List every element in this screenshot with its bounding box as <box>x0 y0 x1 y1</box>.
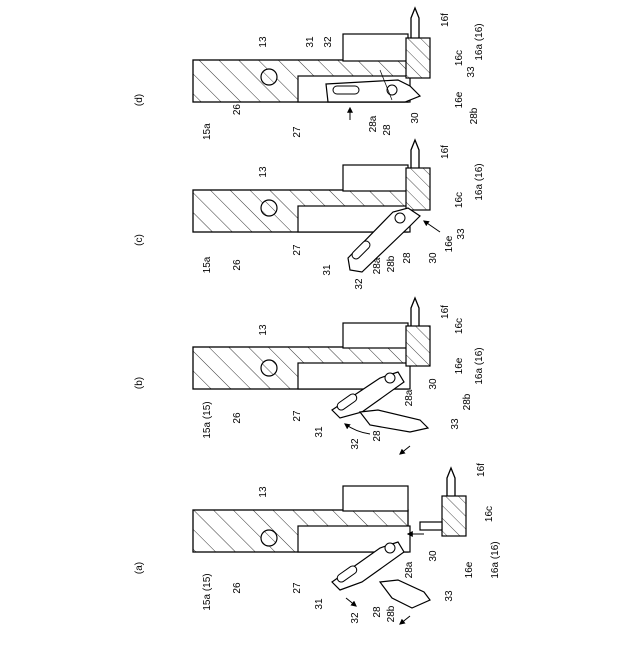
label-16f: 16f <box>476 463 487 477</box>
label-32: 32 <box>350 438 361 450</box>
label-13: 13 <box>258 36 269 48</box>
label-31: 31 <box>314 426 325 438</box>
label-13: 13 <box>258 486 269 498</box>
pivot-30 <box>385 373 395 383</box>
label-16f: 16f <box>440 145 451 159</box>
label-15a: 15a <box>202 256 213 273</box>
arrow-rotate-2 <box>400 616 410 624</box>
label-33: 33 <box>450 418 461 430</box>
label-28a: 28a <box>404 561 415 578</box>
hole-13 <box>261 200 277 216</box>
label-27: 27 <box>292 410 303 422</box>
connector-16c <box>406 38 430 78</box>
latch-arm-33 <box>360 410 428 432</box>
label-28b: 28b <box>469 107 480 124</box>
label-16f: 16f <box>440 13 451 27</box>
connector-16c <box>442 496 466 536</box>
label-30: 30 <box>428 378 439 390</box>
label-16a: 16a (16) <box>474 163 485 200</box>
panel-caption: (c) <box>134 234 145 246</box>
label-28b: 28b <box>386 255 397 272</box>
pin-16f <box>411 298 419 326</box>
label-27: 27 <box>292 582 303 594</box>
upper-block <box>343 165 408 191</box>
hole-13 <box>261 360 277 376</box>
pin-16f <box>447 468 455 496</box>
label-31: 31 <box>322 264 333 276</box>
panel-a: (a) 15a (15) 26 27 13 31 32 28 28b 28a 3… <box>134 463 501 624</box>
label-26: 26 <box>232 259 243 271</box>
label-16e: 16e <box>454 91 465 108</box>
label-26: 26 <box>232 412 243 424</box>
panel-caption: (a) <box>134 562 145 574</box>
arrow-rotate-2 <box>400 446 410 454</box>
label-28a: 28a <box>368 115 379 132</box>
label-28: 28 <box>372 606 383 618</box>
label-16e: 16e <box>464 561 475 578</box>
panel-caption: (b) <box>134 377 145 389</box>
label-28: 28 <box>372 430 383 442</box>
label-28b: 28b <box>386 605 397 622</box>
pivot-30 <box>387 85 397 95</box>
panel-b: (b) 15a (15) 26 27 13 31 32 28 28a 28b 3… <box>134 298 485 454</box>
label-13: 13 <box>258 166 269 178</box>
label-15a: 15a (15) <box>202 401 213 438</box>
hole-13 <box>261 530 277 546</box>
label-32: 32 <box>354 278 365 290</box>
pivot-30 <box>395 213 405 223</box>
label-16a: 16a (16) <box>490 541 501 578</box>
connector-plug <box>420 522 442 530</box>
pin-16f <box>411 140 419 168</box>
connector-16c <box>406 326 430 366</box>
upper-block <box>343 34 408 61</box>
latch-arm-33 <box>380 580 430 608</box>
arrow-rotate-1 <box>345 424 370 434</box>
label-27: 27 <box>292 244 303 256</box>
label-32: 32 <box>323 36 334 48</box>
label-15a: 15a <box>202 123 213 140</box>
label-33: 33 <box>444 590 455 602</box>
label-16a: 16a (16) <box>474 347 485 384</box>
label-31: 31 <box>314 598 325 610</box>
label-15a: 15a (15) <box>202 573 213 610</box>
label-30: 30 <box>410 112 421 124</box>
panel-c: (c) 15a 26 27 13 31 32 28a 28b 28 30 16e… <box>134 140 485 290</box>
label-32: 32 <box>350 612 361 624</box>
label-16a: 16a (16) <box>474 23 485 60</box>
hole-13 <box>261 69 277 85</box>
label-27: 27 <box>292 126 303 138</box>
upper-block <box>343 486 408 511</box>
label-13: 13 <box>258 324 269 336</box>
label-16e: 16e <box>454 357 465 374</box>
panel-d: (d) 15a 26 27 13 31 32 28a 28 30 28b 16e… <box>134 8 485 140</box>
label-28a: 28a <box>372 257 383 274</box>
label-26: 26 <box>232 104 243 116</box>
slot-32 <box>333 86 359 94</box>
label-30: 30 <box>428 550 439 562</box>
arrow-rotate <box>424 221 440 232</box>
label-33: 33 <box>466 66 477 78</box>
label-31: 31 <box>305 36 316 48</box>
label-28: 28 <box>402 252 413 264</box>
label-16e: 16e <box>444 235 455 252</box>
panel-caption: (d) <box>134 94 145 106</box>
label-16c: 16c <box>454 50 465 66</box>
arrow-rotate-1 <box>346 598 356 606</box>
connector-16c <box>406 168 430 210</box>
label-16f: 16f <box>440 305 451 319</box>
upper-block <box>343 323 408 348</box>
label-16c: 16c <box>454 318 465 334</box>
label-33: 33 <box>456 228 467 240</box>
label-30: 30 <box>428 252 439 264</box>
label-28b: 28b <box>462 393 473 410</box>
label-28: 28 <box>382 124 393 136</box>
label-16c: 16c <box>454 192 465 208</box>
label-26: 26 <box>232 582 243 594</box>
pin-16f <box>411 8 419 38</box>
label-16c: 16c <box>484 506 495 522</box>
pivot-30 <box>385 543 395 553</box>
label-28a: 28a <box>404 389 415 406</box>
